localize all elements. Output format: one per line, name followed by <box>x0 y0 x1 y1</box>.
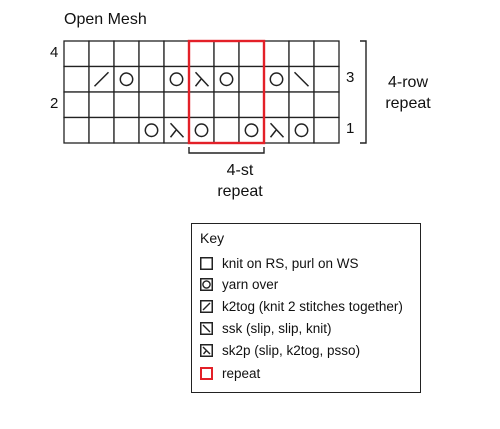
stitch-repeat-label: 4-st repeat <box>200 160 280 202</box>
chart-cell <box>63 40 90 68</box>
yarn-over-icon <box>294 123 309 138</box>
row-repeat-bracket <box>360 40 367 144</box>
chart-cell <box>88 91 115 119</box>
yarn-over-icon <box>194 123 209 138</box>
chart-cell <box>163 40 190 68</box>
key-item-sk2p: sk2p (slip, k2tog, psso) <box>200 342 360 358</box>
stitch-repeat-label-line2: repeat <box>217 183 263 200</box>
sk2p-symbol-icon <box>200 343 213 357</box>
key-item-knit: knit on RS, purl on WS <box>200 255 359 271</box>
chart-cell <box>113 40 140 68</box>
key-label-knit: knit on RS, purl on WS <box>222 255 359 271</box>
chart-cell <box>313 91 340 119</box>
chart-cell <box>288 91 315 119</box>
repeat-box <box>187 39 266 145</box>
key-label-yarn-over: yarn over <box>222 276 279 292</box>
chart-cell <box>263 91 290 119</box>
chart-cell <box>88 116 115 144</box>
yarn-over-icon <box>219 72 234 87</box>
yarn-over-symbol-icon <box>200 277 213 291</box>
key-label-k2tog: k2tog (knit 2 stitches together) <box>222 298 403 314</box>
stitch-repeat-bracket <box>188 147 265 154</box>
row-number-3: 3 <box>346 69 355 86</box>
yarn-over-icon <box>144 123 159 138</box>
ssk-icon <box>293 71 310 87</box>
repeat-box-icon <box>200 366 213 380</box>
sk2p-icon <box>269 122 285 138</box>
key-label-sk2p: sk2p (slip, k2tog, psso) <box>222 342 361 358</box>
chart-cell <box>138 116 165 144</box>
yarn-over-icon <box>269 72 284 87</box>
key-item-yarn-over: yarn over <box>200 276 278 292</box>
chart-cell <box>113 116 140 144</box>
chart-cell <box>88 40 115 68</box>
chart-cell <box>138 91 165 119</box>
chart-cell <box>313 40 340 68</box>
chart-cell <box>63 65 90 93</box>
chart-cell <box>288 40 315 68</box>
chart-cell <box>163 91 190 119</box>
chart-cell <box>188 116 215 144</box>
chart-cell <box>163 65 190 93</box>
sk2p-branch-icon <box>169 129 177 138</box>
sk2p-branch-icon <box>194 78 202 87</box>
chart-cell <box>138 65 165 93</box>
chart-cell <box>138 40 165 68</box>
key-title: Key <box>200 230 225 246</box>
page-title: Open Mesh <box>64 11 147 28</box>
key-item-ssk: ssk (slip, slip, knit) <box>200 320 332 336</box>
chart-cell <box>63 91 90 119</box>
key-item-repeat: repeat <box>200 365 260 381</box>
k2tog-icon <box>93 71 110 87</box>
row-number-1: 1 <box>346 120 355 137</box>
sk2p-icon <box>194 71 210 87</box>
key-label-repeat: repeat <box>222 365 261 381</box>
chart-cell <box>263 40 290 68</box>
chart-cell <box>188 91 215 119</box>
row-number-2: 2 <box>50 95 59 112</box>
chart-cell <box>238 65 265 93</box>
sk2p-icon <box>169 122 185 138</box>
key-label-ssk: ssk (slip, slip, knit) <box>222 320 332 336</box>
yarn-over-icon <box>244 123 259 138</box>
yarn-over-icon <box>119 72 134 87</box>
chart-cell <box>238 91 265 119</box>
row-repeat-label: 4-row repeat <box>368 72 448 114</box>
chart-cell <box>213 91 240 119</box>
chart-cell <box>238 116 265 144</box>
ssk-symbol-icon <box>200 321 213 335</box>
stitch-repeat-label-line1: 4-st <box>226 162 254 179</box>
key-item-k2tog: k2tog (knit 2 stitches together) <box>200 298 403 314</box>
chart-cell <box>113 65 140 93</box>
k2tog-symbol-icon <box>200 299 213 313</box>
chart-cell <box>213 65 240 93</box>
chart-cell <box>63 116 90 144</box>
knit-symbol-icon <box>200 256 213 270</box>
yarn-over-icon <box>169 72 184 87</box>
chart-cell <box>213 40 240 68</box>
chart-cell <box>288 116 315 144</box>
chart-cell <box>313 65 340 93</box>
row-repeat-label-line1: 4-row <box>387 74 428 91</box>
chart-cell <box>238 40 265 68</box>
row-number-4: 4 <box>50 44 59 61</box>
chart-cell <box>313 116 340 144</box>
chart-cell <box>263 65 290 93</box>
row-repeat-label-line2: repeat <box>385 95 431 112</box>
chart-cell <box>113 91 140 119</box>
sk2p-branch-icon <box>269 129 277 138</box>
key-legend: Key knit on RS, purl on WS yarn over k2t… <box>191 223 421 393</box>
chart-cell <box>188 40 215 68</box>
chart-cell <box>213 116 240 144</box>
